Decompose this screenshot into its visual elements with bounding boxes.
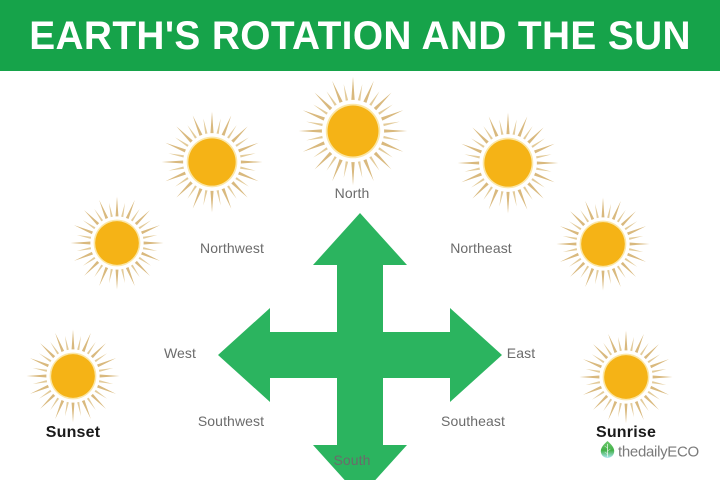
direction-label-west: West [163,345,197,361]
direction-label-north: North [334,185,370,201]
direction-label-east: East [506,345,536,361]
arrow-cross-shape [218,213,502,480]
compass-arrow-cross [210,205,510,480]
brand-logo: thedailyECO [600,441,699,464]
brand-name: thedailyECO [618,443,699,461]
direction-label-southwest: Southwest [197,413,265,429]
sun-west-upper-icon [69,195,165,291]
sun-sunset-icon [25,328,121,424]
event-label-sunrise: Sunrise [595,424,657,441]
direction-label-northwest: Northwest [200,240,264,256]
leaf-icon [600,441,615,464]
sun-sunrise-icon [578,329,674,425]
event-label-sunset: Sunset [45,424,101,441]
page-title: EARTH'S ROTATION AND THE SUN [29,13,691,58]
direction-label-south: South [333,452,371,468]
direction-label-northeast: Northeast [450,240,512,256]
sun-northwest-icon [160,110,264,214]
sun-north-icon [297,75,409,187]
direction-label-southeast: Southeast [441,413,505,429]
header-bar: EARTH'S ROTATION AND THE SUN [0,0,720,71]
sun-east-upper-icon [555,196,651,292]
sun-northeast-icon [456,111,560,215]
